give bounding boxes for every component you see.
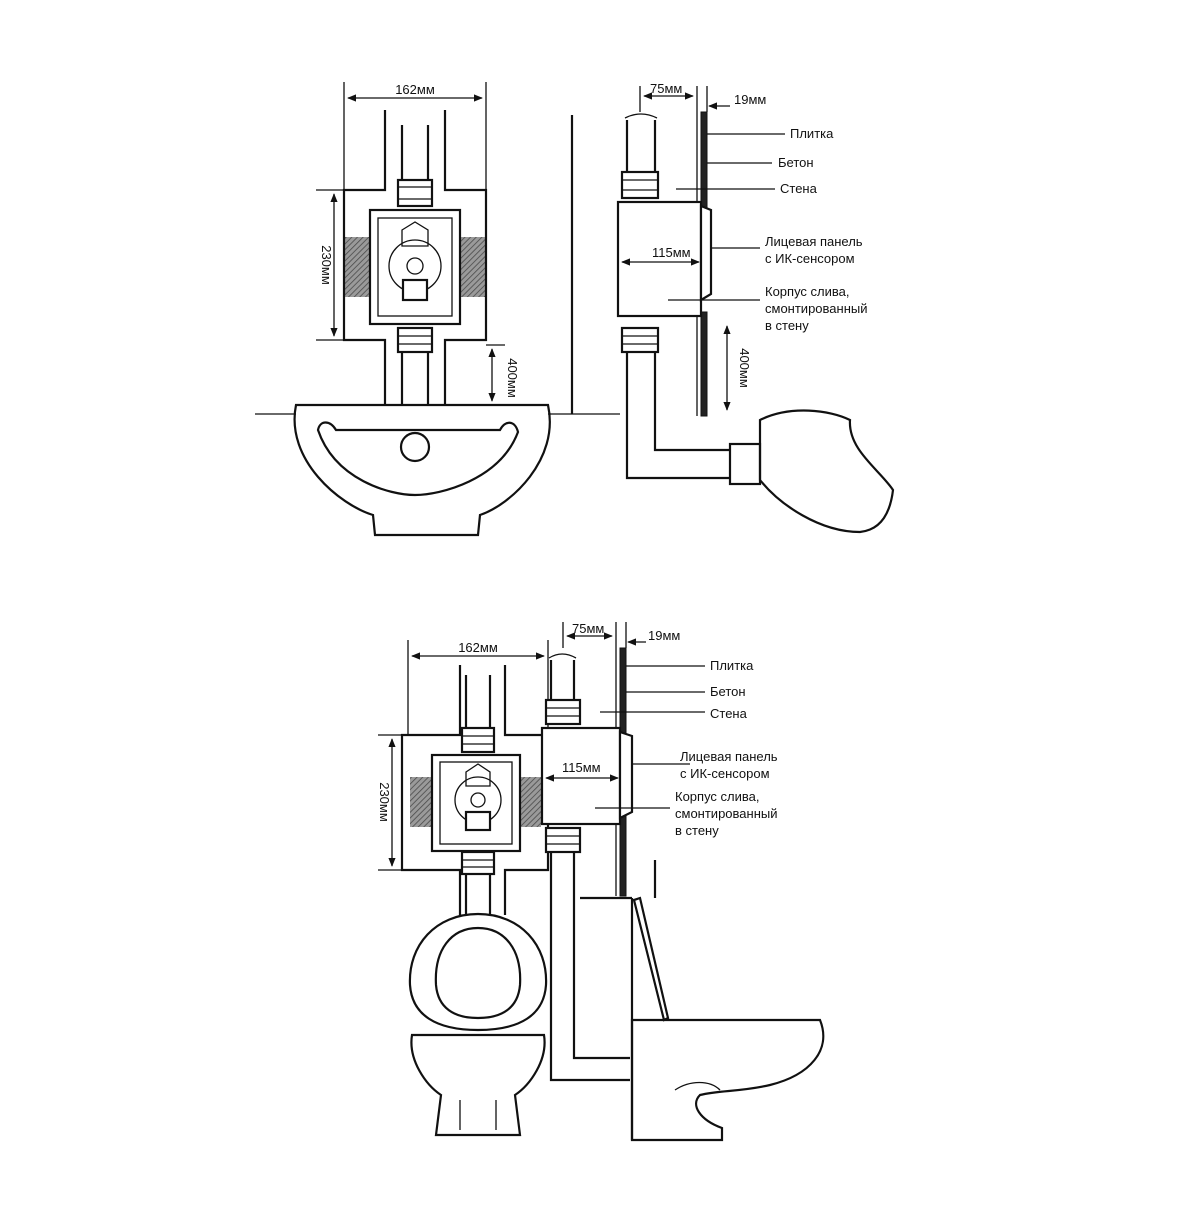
wall-hatch-right <box>460 237 486 297</box>
label-concrete-2: Бетон <box>710 684 746 699</box>
basin-drain <box>399 431 431 463</box>
flush-body-side-2 <box>540 726 622 826</box>
toilet-front-view: 162мм 230мм <box>377 640 550 1137</box>
pipe-nut-top-2 <box>460 726 496 754</box>
pipe-nut-bottom-2 <box>460 850 496 876</box>
pipe-nut-bottom <box>396 326 434 354</box>
basin-side <box>758 409 895 534</box>
dim-depth-tile: 19мм <box>734 92 766 107</box>
label-body-line1: Корпус слива, <box>765 284 850 299</box>
supply-pipe <box>400 125 430 405</box>
label-tile: Плитка <box>790 126 834 141</box>
side-nut-bottom-2 <box>544 826 582 854</box>
wall-hatch-right-2 <box>519 777 541 827</box>
sensor-panel-side-2 <box>618 730 634 820</box>
dim-height-above-basin: 400мм <box>505 358 520 398</box>
side-nut-bottom <box>620 326 660 354</box>
label-panel-line1-2: Лицевая панель <box>680 749 778 764</box>
supply-pipe-2 <box>464 675 492 915</box>
dim-depth-pipe-2: 75мм <box>572 621 604 636</box>
flush-valve-box <box>368 208 462 326</box>
label-panel-line1: Лицевая панель <box>765 234 863 249</box>
toilet-side-view: 115мм 75мм 19мм Плитка Бетон Стена Лицев… <box>540 621 825 1142</box>
toilet-bowl-front <box>410 1033 546 1137</box>
label-body-line1-2: Корпус слива, <box>675 789 760 804</box>
leader-lines-2 <box>595 665 705 809</box>
side-nut-top-2 <box>544 698 582 726</box>
wall-recess-outline <box>342 110 488 405</box>
label-panel-line2-2: с ИК-сенсором <box>680 766 770 781</box>
toilet-lid-front <box>408 912 548 1032</box>
dim-height-side: 400мм <box>737 348 752 388</box>
label-wall: Стена <box>780 181 818 196</box>
side-drain-pipe <box>625 352 730 480</box>
dim-height-box: 230мм <box>319 245 334 285</box>
sensor-panel-side <box>699 204 713 302</box>
tile-strip-lower <box>700 311 708 417</box>
label-wall-2: Стена <box>710 706 748 721</box>
dim-depth-box-2: 115мм <box>562 760 601 775</box>
label-body-line3: в стену <box>765 318 809 333</box>
label-body-line2-2: смонтированный <box>675 806 777 821</box>
pipe-nut-top <box>396 178 434 208</box>
label-body-line3-2: в стену <box>675 823 719 838</box>
label-tile-2: Плитка <box>710 658 754 673</box>
dim-depth-box: 115мм <box>652 245 691 260</box>
leader-lines <box>668 133 785 301</box>
wash-basin <box>293 403 551 537</box>
label-concrete: Бетон <box>778 155 814 170</box>
wall-hatch-left-2 <box>410 777 432 827</box>
dim-depth-tile-2: 19мм <box>648 628 680 643</box>
dim-depth-pipe: 75мм <box>650 81 682 96</box>
basin-side-view: 115мм 75мм 19мм 400мм Плитка Бетон Стена… <box>570 81 895 534</box>
side-drain-pipe-2 <box>549 852 630 1082</box>
toilet-bowl-side <box>630 1018 825 1142</box>
wall-hatch-left <box>344 237 370 297</box>
dim-width-front: 162мм <box>395 82 435 97</box>
tile-strip-upper <box>700 111 708 213</box>
toilet-lid-side <box>632 896 670 1022</box>
label-body-line2: смонтированный <box>765 301 867 316</box>
basin-front-view: 162мм 230мм 400мм <box>255 82 620 537</box>
side-nut-top <box>620 170 660 200</box>
dim-height-box-2: 230мм <box>377 782 392 822</box>
flush-valve-box-2 <box>430 753 522 853</box>
dim-width-front-2: 162мм <box>458 640 498 655</box>
label-panel-line2: с ИК-сенсором <box>765 251 855 266</box>
